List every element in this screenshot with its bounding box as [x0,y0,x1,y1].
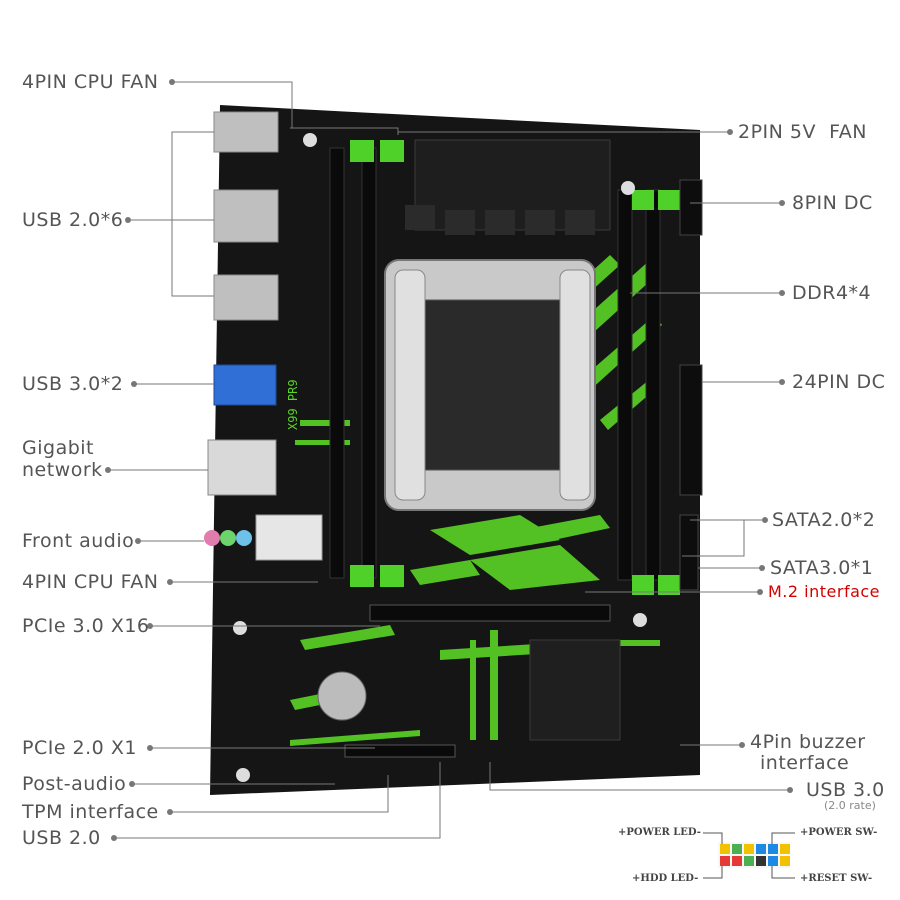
label-reset-sw: +RESET SW- [800,873,873,884]
label-usb30: USB 3.0 [806,779,885,801]
label-pcie20x1: PCIe 2.0 X1 [22,737,137,759]
label-cpu-fan-bottom: 4PIN CPU FAN [22,571,159,593]
pcie-x1-slot [344,744,456,758]
label-usb20x6: USB 2.0*6 [22,209,124,231]
label-buzzer-line1: 4Pin buzzer [750,731,866,753]
chipset-heatsink [529,639,621,741]
label-front-audio: Front audio [22,530,135,552]
label-2pin-fan: 2PIN 5V FAN [738,121,867,143]
board-model-silk: X99 PR9 [286,379,300,430]
leader-dots [105,79,793,841]
label-hdd-led: +HDD LED- [632,873,699,884]
cpu-socket [384,259,596,511]
label-post-audio: Post-audio [22,773,127,795]
label-ddr4: DDR4*4 [792,282,872,304]
dimm-slots [329,140,680,595]
cmos-battery [317,671,367,721]
label-tpm: TPM interface [22,801,159,823]
dc-8pin-connector [679,179,703,236]
rear-io [204,111,323,561]
sata-connectors [679,514,699,591]
label-usb30x2: USB 3.0*2 [22,373,124,395]
label-power-sw: +POWER SW- [800,827,878,838]
label-cpu-fan-top: 4PIN CPU FAN [22,71,159,93]
label-sata30: SATA3.0*1 [770,557,874,579]
label-8pin-dc: 8PIN DC [792,192,873,214]
leader-lines [108,81,790,839]
label-usb30-rate: (2.0 rate) [824,799,876,812]
label-gigabit-line1: Gigabit [22,437,94,459]
label-24pin-dc: 24PIN DC [792,371,886,393]
label-buzzer-line2: interface [760,752,850,774]
label-m2-interface: M.2 interface [768,582,881,601]
pcie-x16-slot [369,604,611,622]
label-pcie30x16: PCIe 3.0 X16 [22,615,150,637]
label-sata20: SATA2.0*2 [772,509,876,531]
label-power-led: +POWER LED- [618,827,701,838]
label-gigabit-line2: network [22,459,103,481]
dc-24pin-connector [679,364,703,496]
front-panel-header [703,832,795,879]
label-usb20: USB 2.0 [22,827,101,849]
